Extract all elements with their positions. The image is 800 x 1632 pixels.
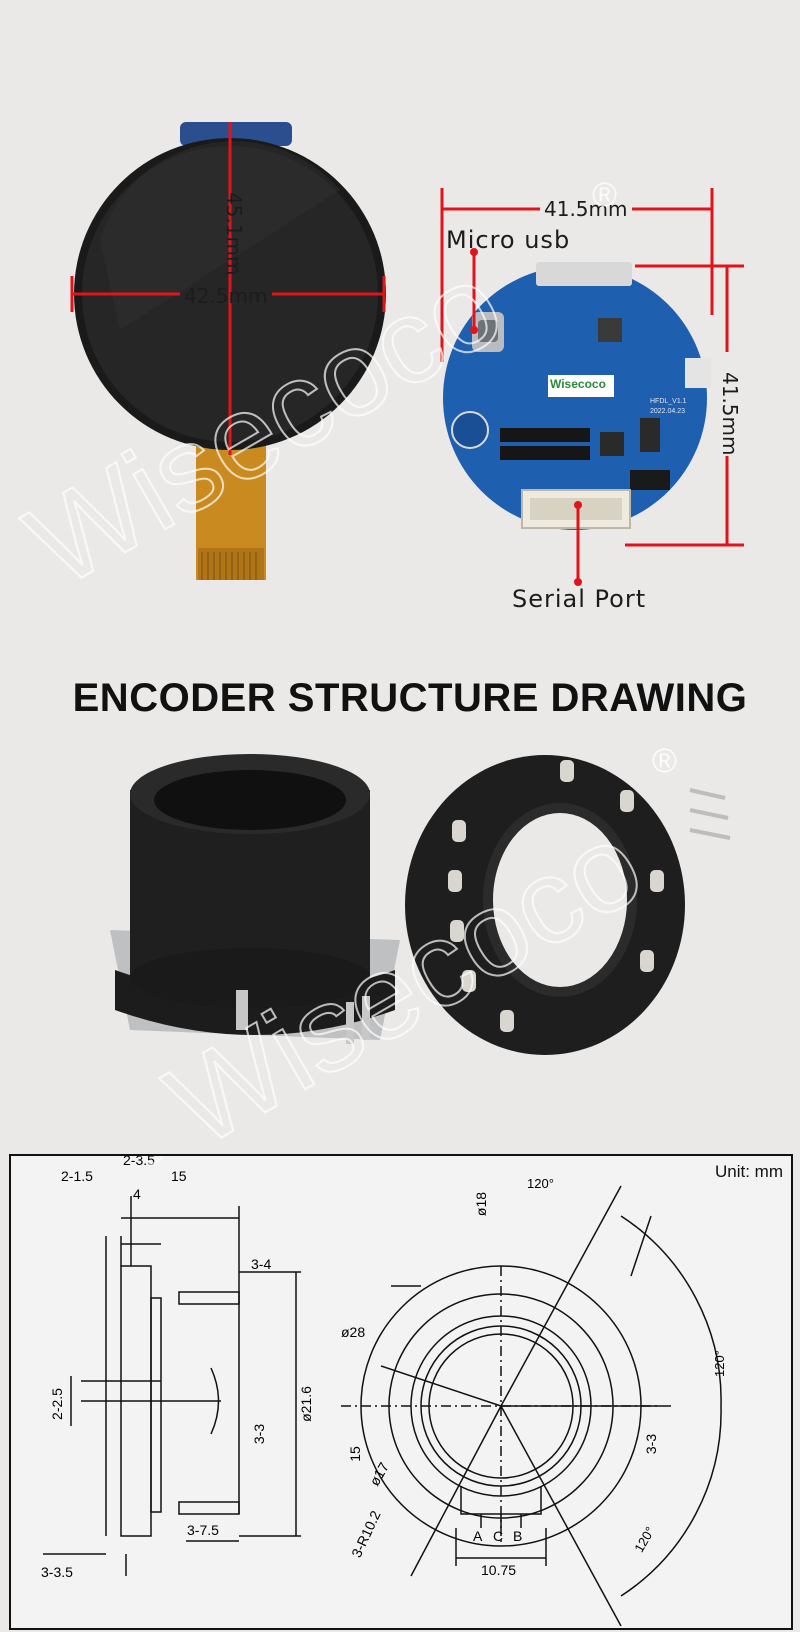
driver-board [443,262,711,530]
section-title: ENCODER STRUCTURE DRAWING [72,676,748,720]
dim-3-3-5: 3-3.5 [41,1564,73,1580]
product-photo-panel: Wisecoco [5,122,744,614]
encoder-photo-panel: Wisecoco [110,754,731,1140]
pin-b-label: B [513,1528,523,1544]
watermark-text-bottom: Wisecoco [82,1156,556,1197]
lcd-width-label: 42.5mm [184,284,268,308]
board-code: HFDL_V1.1 [650,398,687,405]
board-dimension-lines [440,188,744,582]
dim-d28: ø28 [341,1324,366,1340]
front-view [341,1185,722,1627]
board-width-label: 41.5mm [544,197,628,221]
dim-3-4: 3-4 [251,1256,272,1272]
lcd-height-label: 45.1mm [222,192,246,276]
board-brand-sticker: Wisecoco [550,377,606,391]
encoder-left [110,754,400,1044]
dim-15-top: 15 [171,1168,187,1184]
pin-a-label: A [473,1528,483,1544]
dim-120-a: 120° [527,1176,554,1191]
pin-c-label: C [493,1528,504,1544]
lcd-dimension-lines [70,122,386,455]
board-height-label: 41.5mm [718,372,742,456]
encoder-technical-drawing: Unit: mm [9,1152,793,1630]
micro-usb-label: Micro usb [446,226,571,254]
unit-label: Unit: mm [715,1162,783,1181]
dim-2-1-5: 2-1.5 [61,1168,93,1184]
registered-mark-middle: ® [652,742,678,780]
side-view [43,1196,301,1576]
dim-10-75: 10.75 [481,1562,517,1578]
registered-mark-top: ® [592,176,618,214]
encoder-right [405,755,731,1055]
dim-2-3-5: 2-3.5 [123,1152,155,1168]
dim-4: 4 [133,1186,141,1202]
dim-3-7-5: 3-7.5 [187,1522,219,1538]
serial-port-label: Serial Port [512,585,647,613]
drawing-lines [43,1185,722,1627]
watermark-overlay-bottom: Wisecoco [81,1156,557,1198]
board-date: 2022.04.23 [650,408,686,415]
